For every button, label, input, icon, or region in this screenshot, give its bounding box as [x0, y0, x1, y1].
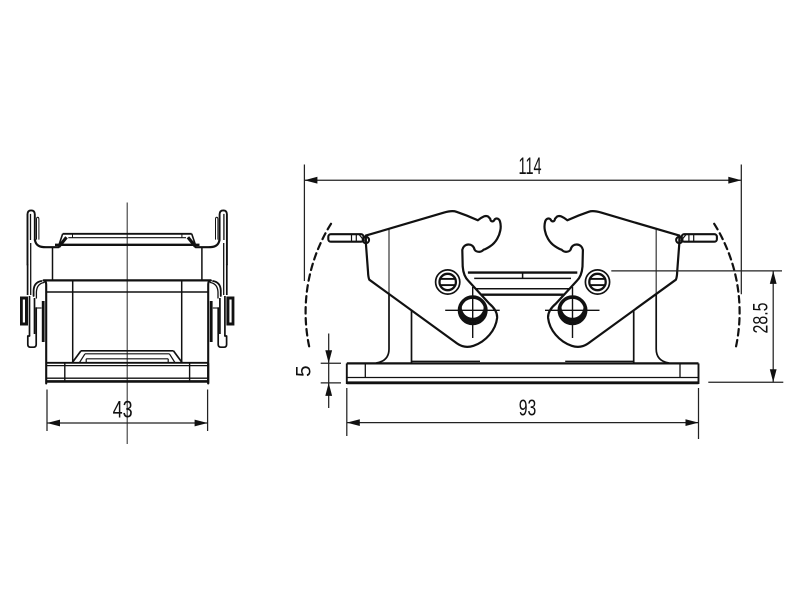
svg-text:93: 93 [519, 395, 537, 421]
svg-text:43: 43 [113, 397, 133, 424]
svg-text:114: 114 [519, 153, 542, 180]
svg-text:28.5: 28.5 [750, 303, 773, 334]
svg-text:5: 5 [293, 365, 316, 377]
